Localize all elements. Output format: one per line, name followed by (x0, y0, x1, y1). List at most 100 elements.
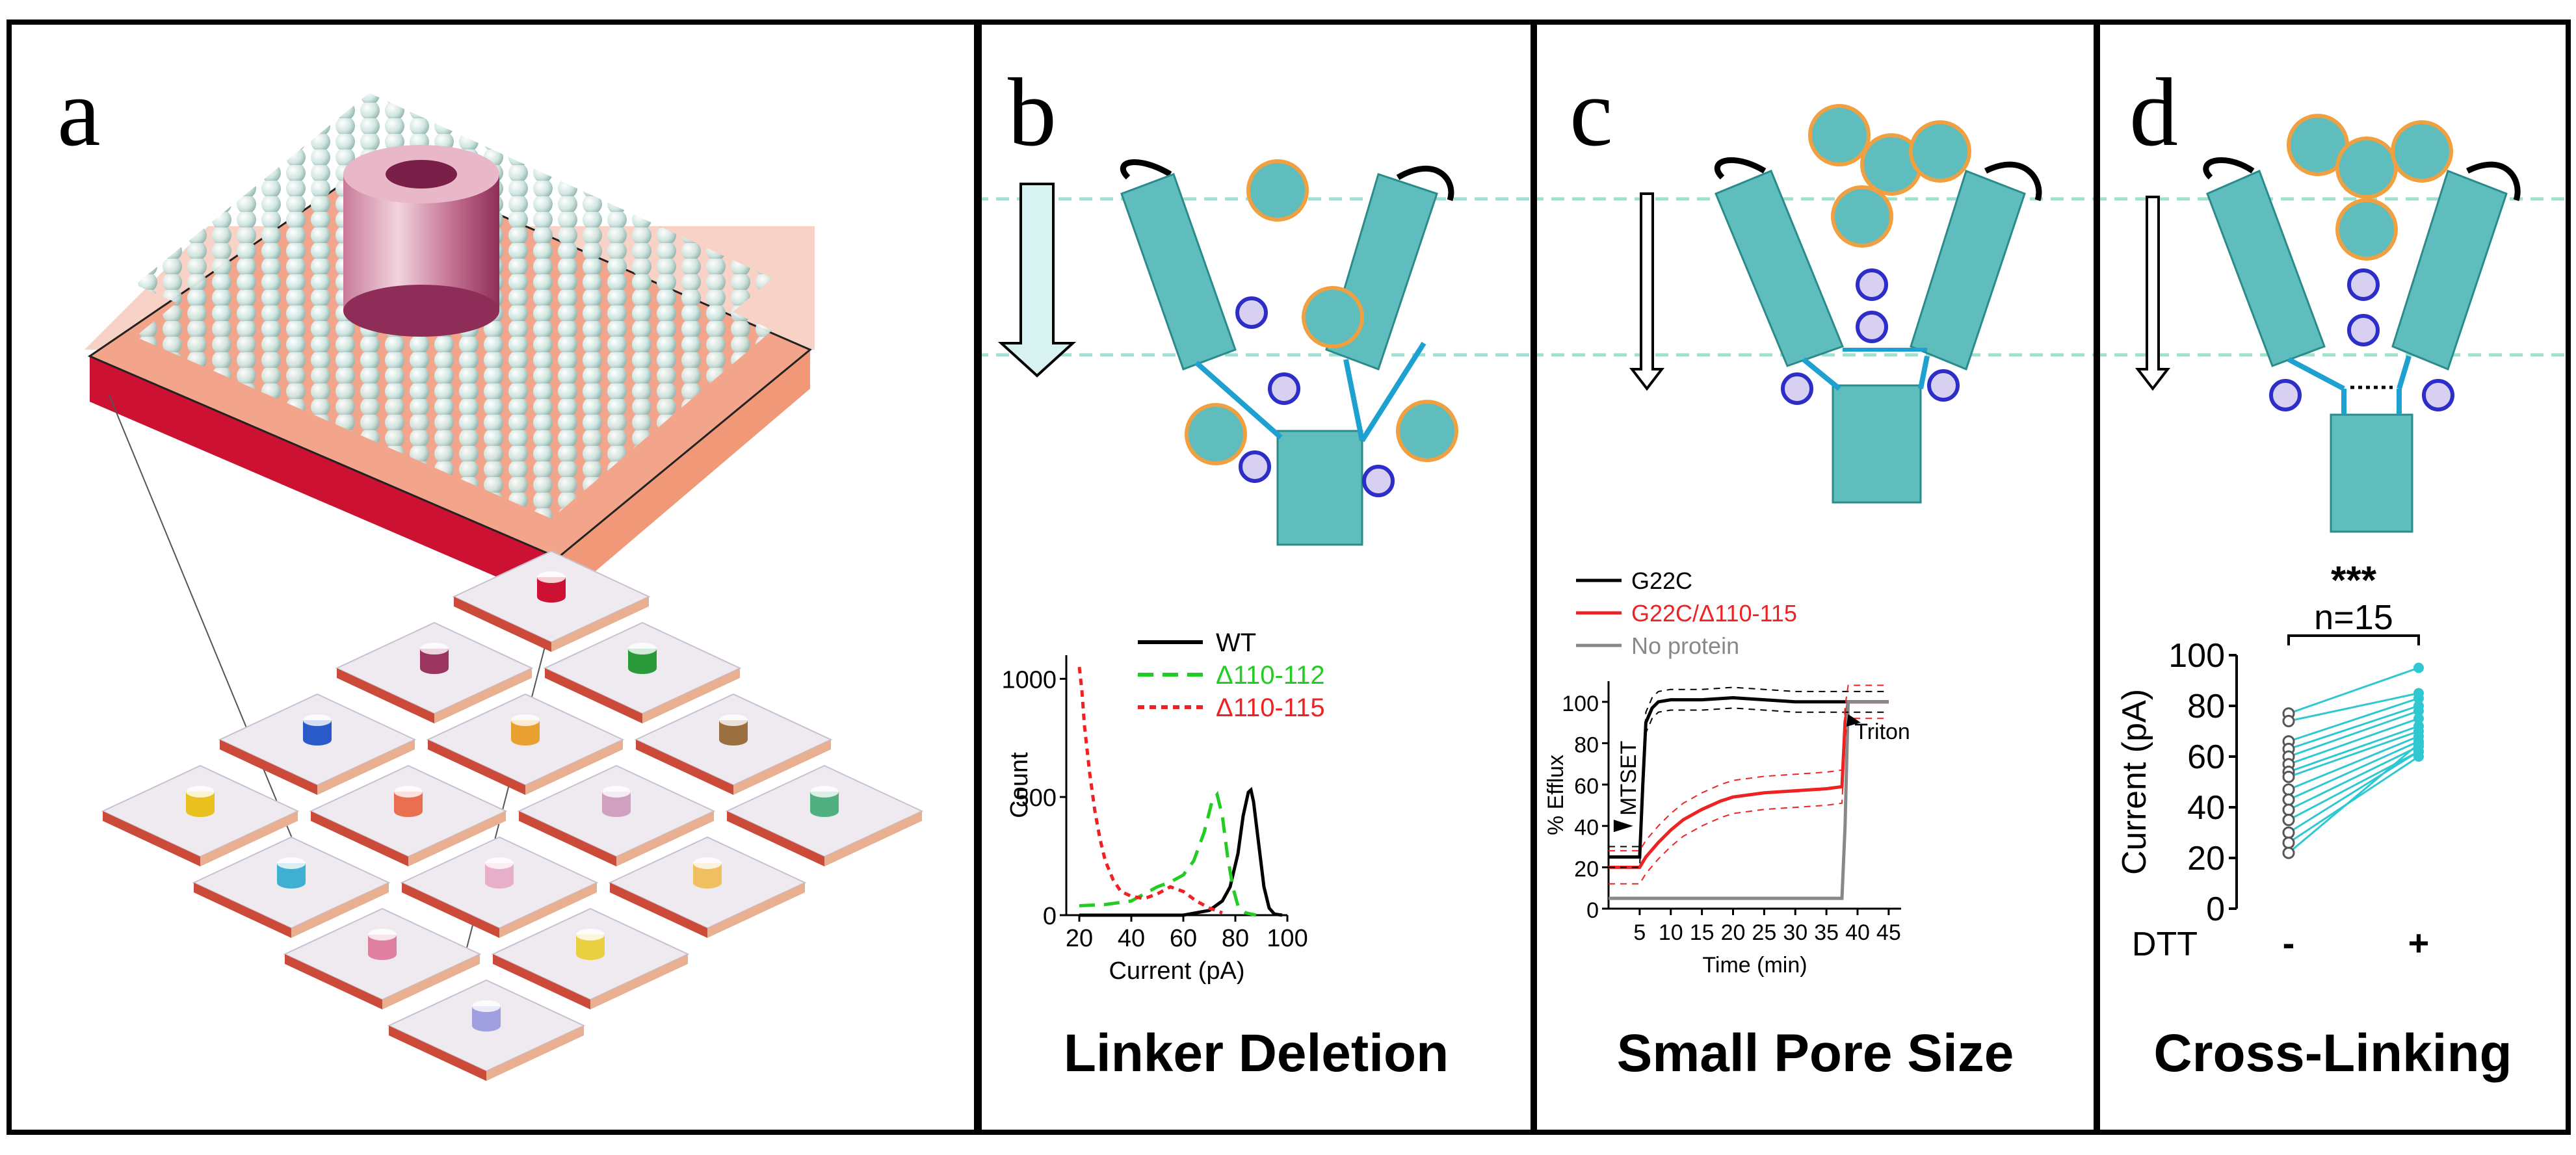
y-tick-label: 1000 (1001, 666, 1057, 694)
pair-line (2288, 697, 2419, 743)
pair-line (2288, 718, 2419, 766)
panel-letter: b (1008, 58, 1057, 166)
pair-line (2288, 740, 2419, 801)
array-chip (543, 621, 742, 723)
pair-line (2288, 725, 2419, 773)
array-chip (192, 836, 391, 938)
series-line (1077, 666, 1223, 915)
data-point (2413, 693, 2424, 704)
arrow-down-icon (2135, 196, 2171, 391)
series-line (1079, 790, 1257, 917)
pore-cylinder (343, 145, 499, 337)
y-tick-label: 500 (1016, 785, 1057, 812)
y-tick-label: 20 (2187, 840, 2225, 877)
panel-letter: c (1570, 58, 1613, 166)
pair-line (2288, 735, 2419, 791)
annotation-mtset: MTSET (1616, 741, 1641, 816)
array-chip (426, 693, 625, 795)
x-tick-label: 40 (1118, 925, 1145, 952)
x-tick-label: 5 (1633, 920, 1646, 945)
significance-label: *** (2331, 558, 2377, 602)
array-chip (101, 764, 300, 866)
x-tick-label: 25 (1752, 920, 1776, 945)
x-tick-label: 100 (1267, 925, 1308, 952)
pair-line (2288, 750, 2419, 821)
x-axis-label: Time (min) (1702, 953, 1807, 978)
legend-label: No protein (1631, 632, 1739, 659)
y-tick-label: 40 (1574, 816, 1599, 840)
array-chip (491, 907, 690, 1009)
chip-array (101, 550, 924, 1081)
y-axis-label: % Efflux (1544, 755, 1568, 835)
y-tick-label: 100 (1562, 692, 1599, 716)
panel-letter: a (57, 58, 101, 166)
y-tick-label: 0 (2206, 890, 2225, 928)
array-chip (608, 836, 807, 938)
pair-line (2288, 705, 2419, 750)
data-point (2413, 662, 2424, 673)
data-point (2282, 837, 2295, 850)
y-tick-label: 80 (1574, 733, 1599, 757)
data-point (2413, 751, 2424, 762)
array-chip (517, 764, 716, 866)
y-tick-label: 0 (1586, 898, 1599, 923)
array-chip (400, 836, 599, 938)
channel-schematic (1537, 104, 2094, 504)
significance-bracket (2287, 634, 2420, 645)
error-envelope (1609, 686, 1889, 848)
x-tick-label: 15 (1690, 920, 1715, 945)
data-point (2282, 803, 2295, 816)
array-chip (335, 621, 534, 723)
data-point (2413, 713, 2424, 724)
x-tick-label: + (2408, 922, 2430, 963)
y-axis-label: Count (1006, 752, 1033, 818)
y-axis-label: Current (pA) (2116, 689, 2153, 875)
array-chip (218, 693, 417, 795)
x-tick-label: 10 (1659, 920, 1683, 945)
x-tick-label: 45 (1876, 920, 1901, 945)
data-point (2413, 705, 2424, 716)
x-tick-label: 40 (1845, 920, 1870, 945)
arrow-down-icon (997, 183, 1077, 378)
series-line (1079, 786, 1283, 917)
x-tick-label: 30 (1783, 920, 1807, 945)
array-chip (309, 764, 508, 866)
legend-label: Δ110-115 (1216, 694, 1325, 722)
error-envelope (1609, 718, 1889, 885)
y-tick-label: 80 (2187, 688, 2225, 725)
series-line (1609, 700, 1889, 900)
legend-label: WT (1216, 629, 1256, 657)
array-chip (452, 550, 651, 652)
arrow-down-icon (1629, 192, 1665, 391)
channel-schematic (2100, 114, 2566, 533)
legend-label: G22C/Δ110-115 (1631, 600, 1797, 627)
data-point (2282, 826, 2295, 839)
y-tick-label: 40 (2187, 789, 2225, 827)
x-tick-label: 35 (1814, 920, 1839, 945)
panel-caption: Small Pore Size (1616, 1024, 2014, 1083)
y-tick-label: 60 (1574, 774, 1599, 799)
panel-a: a (7, 19, 979, 1135)
series-line (1609, 700, 1889, 869)
array-chip (387, 979, 586, 1081)
legend-label: G22C (1631, 567, 1692, 594)
membrane-illustration (85, 93, 924, 1081)
data-point (2282, 814, 2295, 826)
legend-label: Δ110-112 (1216, 661, 1325, 690)
error-envelope (1609, 707, 1889, 868)
array-chip (283, 907, 482, 1009)
x-tick-label: 60 (1170, 925, 1197, 952)
triangle-marker (1846, 714, 1861, 727)
data-point (2282, 714, 2295, 727)
triangle-marker (1613, 820, 1633, 833)
y-tick-label: 20 (1574, 857, 1599, 881)
array-chip (634, 693, 833, 795)
x-tick-label: 20 (1066, 925, 1093, 952)
data-point (2282, 783, 2295, 796)
panel-caption: Cross-Linking (2153, 1024, 2512, 1083)
